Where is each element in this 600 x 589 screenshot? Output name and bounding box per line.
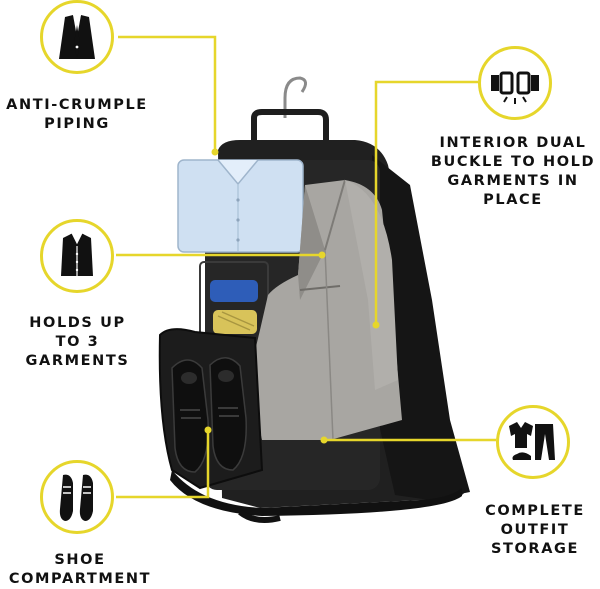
yellow-tie (213, 310, 257, 334)
connector-buckle (374, 80, 478, 325)
jacket-pocket (299, 285, 341, 291)
bag-handle (251, 109, 329, 140)
blue-tie (210, 280, 258, 302)
hanger-hook (283, 76, 307, 118)
outfit-icon (509, 422, 555, 460)
buckle-icon (491, 71, 539, 104)
shoes-badge (40, 460, 114, 534)
blazer-icon (59, 15, 95, 59)
left-shoe (171, 359, 209, 473)
connector-shoes (116, 430, 210, 499)
bag-bottom-rim (170, 470, 462, 516)
callout-connectors (116, 35, 496, 499)
label-anti-crumple: ANTI-CRUMPLE PIPING (6, 97, 148, 132)
blazer-badge (40, 0, 114, 74)
jacket-seam (324, 249, 334, 441)
shirt-icon (61, 233, 93, 276)
jacket-sleeve (345, 180, 398, 390)
label-outfit: COMPLETE OUTFIT STORAGE (485, 503, 585, 557)
label-buckle: INTERIOR DUAL BUCKLE TO HOLD GARMENTS IN… (430, 135, 596, 208)
bag-bottom-strap (238, 509, 281, 523)
shoes-icon (59, 474, 93, 521)
jacket-lapel (298, 185, 325, 300)
connector-anti-crumple (118, 35, 217, 152)
outfit-badge (496, 405, 570, 479)
buckle-badge (478, 46, 552, 120)
label-shoes: SHOE COMPARTMENT (8, 552, 152, 587)
right-shoe (209, 357, 247, 471)
shirt-badge (40, 219, 114, 293)
label-garments: HOLDS UP TO 3 GARMENTS (25, 315, 130, 369)
